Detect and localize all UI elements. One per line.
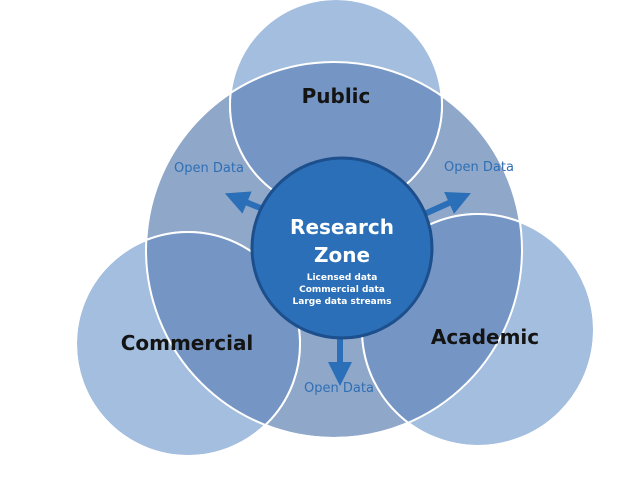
research-zone-title-line1: Research xyxy=(290,215,394,239)
commercial-overlap xyxy=(146,232,300,438)
academic-label: Academic xyxy=(431,325,539,349)
center-item-commercial: Commercial data xyxy=(299,285,385,295)
open-data-bottom-label: Open Data xyxy=(304,381,374,396)
research-zone-circle xyxy=(250,156,434,340)
public-label: Public xyxy=(302,84,371,108)
center-item-streams: Large data streams xyxy=(293,297,392,307)
public-overlap xyxy=(230,62,442,211)
arrow-right-icon xyxy=(418,191,471,219)
open-data-left-label: Open Data xyxy=(174,161,244,176)
commercial-label: Commercial xyxy=(121,331,254,355)
research-zone-title-line2: Zone xyxy=(314,243,370,267)
center-item-licensed: Licensed data xyxy=(307,273,378,283)
open-data-right-label: Open Data xyxy=(444,160,514,175)
